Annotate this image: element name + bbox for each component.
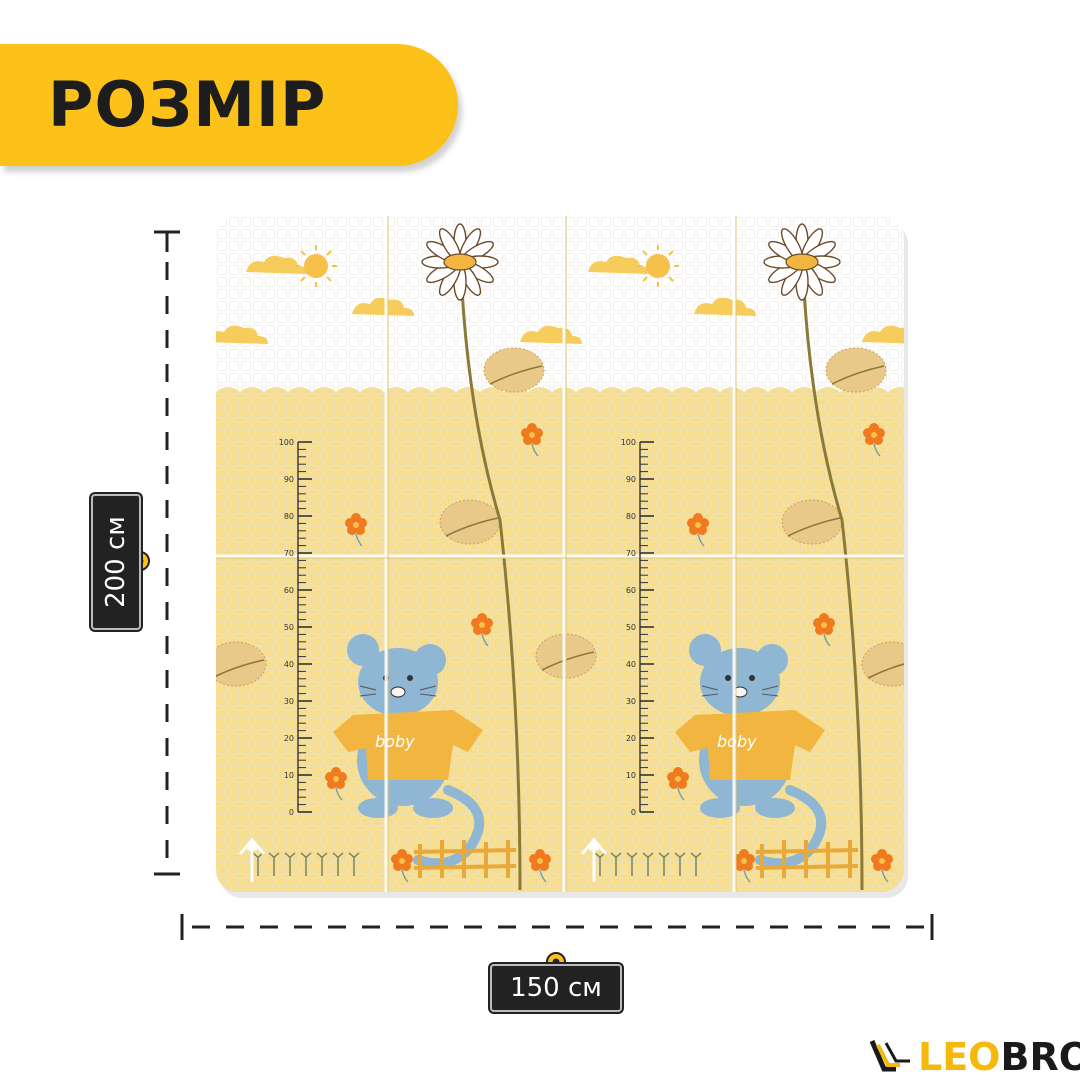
ruler-label: 30 <box>626 697 636 706</box>
logo-prefix: LEO <box>918 1035 1001 1079</box>
ruler-label: 70 <box>284 549 294 558</box>
ruler-label: 40 <box>284 660 294 669</box>
width-label: 150 см <box>490 964 622 1012</box>
ruler-label: 60 <box>284 586 294 595</box>
width-dimension-line <box>180 914 934 940</box>
height-label: 200 см <box>91 494 141 630</box>
ruler-label: 0 <box>289 808 294 817</box>
ruler-label: 100 <box>621 438 636 447</box>
title-banner <box>0 44 458 166</box>
ruler-label: 20 <box>626 734 636 743</box>
height-ruler-left <box>297 441 312 813</box>
shirt-text-right: boby <box>717 732 757 751</box>
leobro-logo-icon <box>869 1040 910 1072</box>
ruler-label: 90 <box>284 475 294 484</box>
ruler-label: 100 <box>279 438 294 447</box>
ruler-label: 70 <box>626 549 636 558</box>
page-title: РОЗМІР <box>48 68 327 141</box>
height-label-text: 200 см <box>101 516 131 608</box>
shirt-text-left: boby <box>375 732 415 751</box>
ruler-label: 20 <box>284 734 294 743</box>
ruler-label: 80 <box>284 512 294 521</box>
height-dimension-line <box>154 230 180 876</box>
ruler-label: 50 <box>626 623 636 632</box>
ruler-label: 90 <box>626 475 636 484</box>
ruler-label: 30 <box>284 697 294 706</box>
ruler-label: 10 <box>626 771 636 780</box>
ruler-label: 40 <box>626 660 636 669</box>
ruler-label: 60 <box>626 586 636 595</box>
ruler-label: 0 <box>631 808 636 817</box>
height-ruler-right <box>639 441 654 813</box>
ruler-label: 10 <box>284 771 294 780</box>
logo-suffix: BRO <box>1000 1035 1080 1079</box>
ruler-label: 80 <box>626 512 636 521</box>
ruler-label: 50 <box>284 623 294 632</box>
